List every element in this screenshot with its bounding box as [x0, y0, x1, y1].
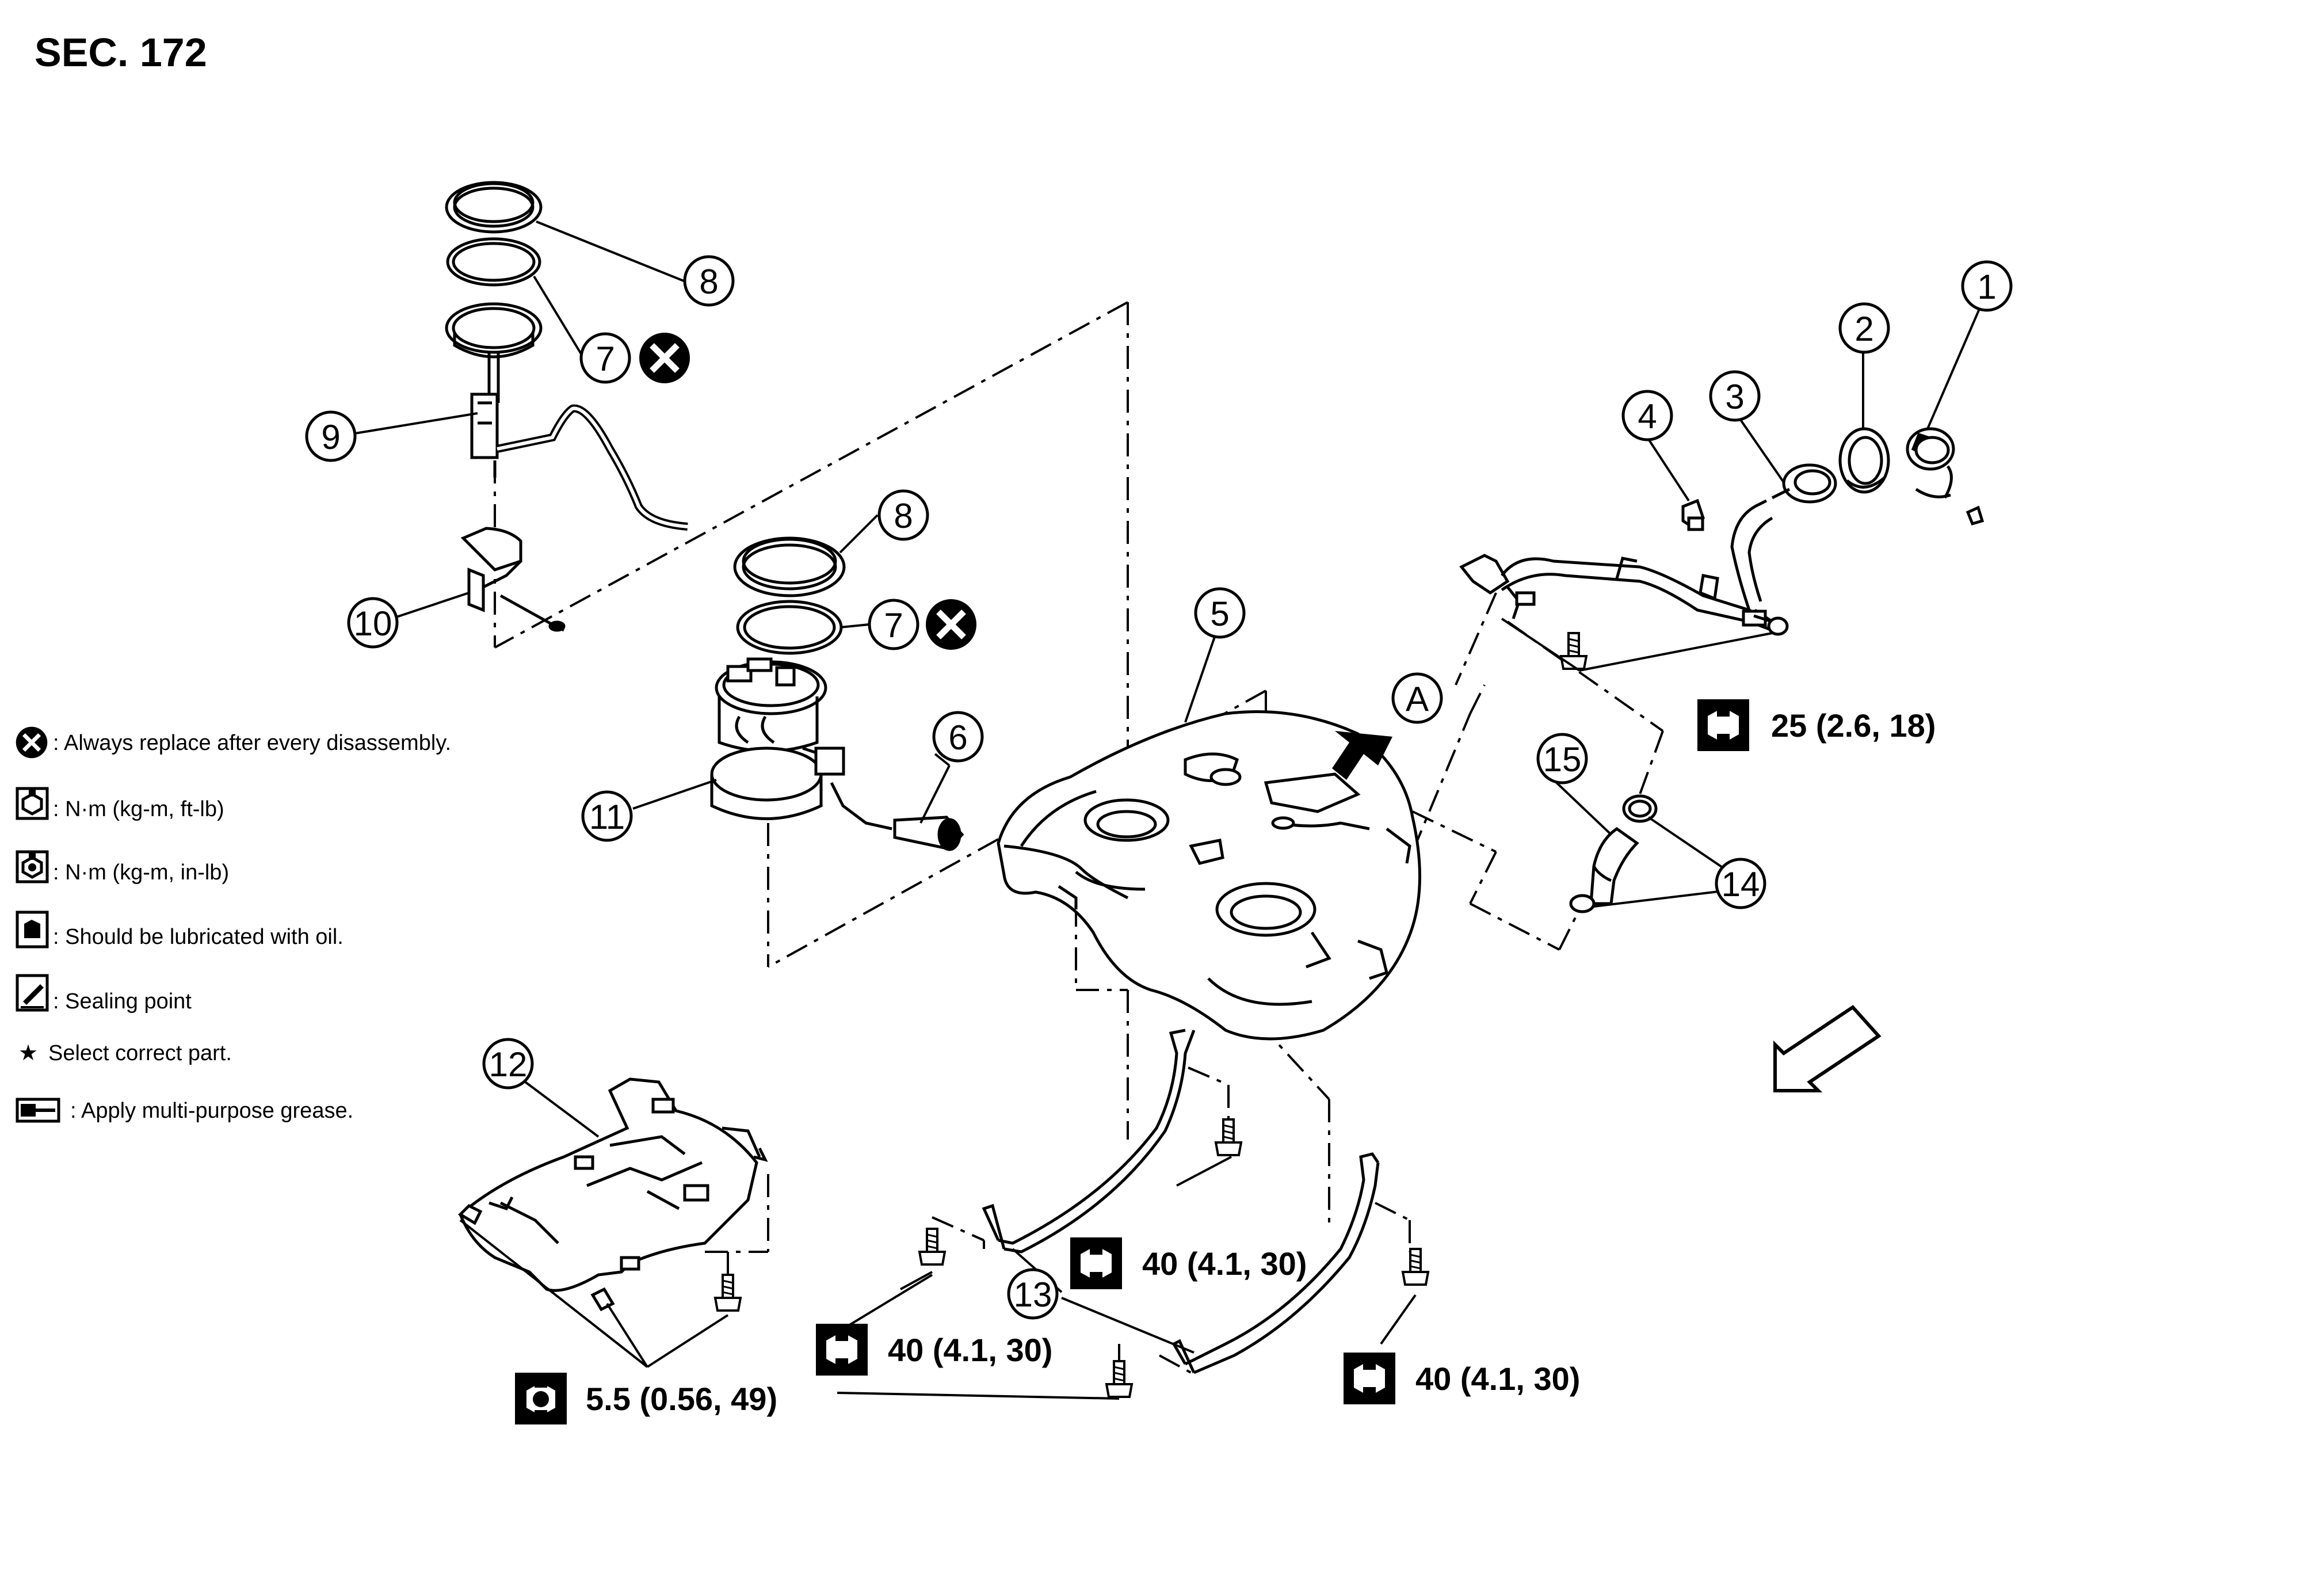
section-title: SEC. 172 [35, 30, 207, 75]
fuel-tank-strap-front [982, 1029, 1196, 1254]
fuel-level-sensor-unit [445, 302, 688, 531]
callout-10: 10 [347, 597, 399, 649]
grease-gun-icon [16, 1098, 60, 1123]
svg-text:11: 11 [589, 798, 625, 836]
wrench-inlb-icon [16, 850, 49, 883]
callout-15: 15 [1536, 733, 1588, 784]
x-circle-icon [16, 727, 48, 759]
torque-spec-filler: 25 (2.6, 18) [1697, 699, 1936, 751]
svg-text:5.5 (0.56, 49): 5.5 (0.56, 49) [586, 1381, 777, 1417]
callout-12: 12 [482, 1038, 534, 1090]
callout-6: 6 [932, 711, 984, 763]
front-direction-arrow-icon [1773, 1005, 1882, 1092]
svg-text:2: 2 [1854, 310, 1873, 348]
callout-4: 4 [1621, 390, 1673, 441]
filler-cap-gasket-2 [1838, 427, 1890, 494]
lock-ring-upper [445, 181, 543, 234]
svg-text:40 (4.1, 30): 40 (4.1, 30) [888, 1332, 1052, 1368]
callout-11: 11 [581, 790, 633, 842]
svg-text:9: 9 [321, 418, 340, 456]
hose-clamp-14 [1569, 794, 1658, 913]
fuel-level-sender-6 [830, 782, 964, 851]
svg-text:10: 10 [354, 604, 392, 643]
torque-spec-strap-front: 40 (4.1, 30) [1070, 1237, 1307, 1289]
callout-8-upper: 8 [683, 255, 735, 307]
svg-text:7: 7 [884, 606, 903, 645]
lock-ring-pump [733, 536, 846, 597]
legend-sealing: : Sealing point [53, 989, 192, 1014]
torque-spec-strap-lower: 40 (4.1, 30) [816, 1324, 1052, 1376]
legend: : Always replace after every disassembly… [16, 727, 451, 1123]
star-icon: ★ [18, 1041, 38, 1065]
legend-grease: : Apply multi-purpose grease. [70, 1099, 353, 1123]
svg-text:40 (4.1, 30): 40 (4.1, 30) [1142, 1245, 1307, 1282]
callout-7-upper: 7 [579, 332, 631, 384]
svg-text:A: A [1406, 680, 1429, 718]
oil-can-icon [16, 911, 49, 949]
filler-tube [1459, 463, 1837, 632]
bolt-insulator [714, 1274, 742, 1312]
legend-replace: : Always replace after every disassembly… [53, 731, 451, 755]
torque-spec-insulator: 5.5 (0.56, 49) [515, 1373, 777, 1424]
svg-text:15: 15 [1543, 740, 1582, 779]
gasket-upper [446, 237, 541, 287]
svg-text:25 (2.6, 18): 25 (2.6, 18) [1771, 707, 1936, 744]
legend-lubricate: : Should be lubricated with oil. [53, 925, 344, 949]
callout-a: A [1391, 672, 1443, 724]
svg-text:3: 3 [1725, 378, 1744, 416]
callout-2: 2 [1838, 302, 1890, 354]
callout-13: 13 [1007, 1268, 1059, 1320]
svg-text:6: 6 [948, 718, 967, 757]
svg-text:4: 4 [1638, 397, 1657, 436]
svg-text:12: 12 [489, 1045, 528, 1084]
fuel-pump-assembly [710, 657, 845, 820]
bolt-filler-a [1560, 632, 1588, 670]
bolt-strap-rear-upper [1402, 1248, 1429, 1286]
callout-7-pump: 7 [868, 599, 919, 650]
svg-text:1: 1 [1977, 268, 1996, 306]
x-circle-icon [926, 599, 976, 650]
svg-text:14: 14 [1722, 865, 1760, 904]
callout-9: 9 [305, 410, 357, 462]
clip-4 [1681, 498, 1705, 531]
bolt-strap-front-upper [1215, 1118, 1242, 1156]
x-circle-icon [639, 333, 690, 383]
heat-insulator-12 [459, 1077, 768, 1292]
callout-5: 5 [1194, 587, 1246, 639]
bolt-strap-rear-lower [1105, 1360, 1133, 1398]
callout-14: 14 [1715, 858, 1766, 909]
svg-text:8: 8 [894, 497, 913, 535]
legend-nm-ftlb: : N·m (kg-m, ft-lb) [53, 797, 224, 821]
svg-text:13: 13 [1014, 1275, 1052, 1314]
bolt-strap-front-lower [918, 1228, 946, 1266]
callout-8-pump: 8 [877, 489, 929, 541]
fuel-level-sensor-sub [460, 527, 566, 632]
view-a-arrow-icon [1332, 731, 1392, 780]
svg-text:40 (4.1, 30): 40 (4.1, 30) [1415, 1361, 1580, 1397]
svg-text:5: 5 [1210, 595, 1229, 633]
torque-spec-strap-rear: 40 (4.1, 30) [1344, 1353, 1580, 1404]
legend-nm-inlb: : N·m (kg-m, in-lb) [53, 860, 229, 885]
hose-15 [1589, 826, 1639, 905]
callout-3: 3 [1709, 370, 1761, 422]
leader-lines [348, 220, 1982, 1400]
gasket-pump [736, 600, 843, 655]
filler-tube-bracket-bolt [1742, 610, 1789, 636]
fuel-filler-cap-1 [1906, 427, 1985, 526]
callout-1: 1 [1961, 260, 2013, 312]
fuel-tank [997, 710, 1421, 1041]
legend-select: Select correct part. [48, 1041, 232, 1065]
sealant-icon [16, 974, 49, 1012]
fuel-tank-strap-rear [1171, 1152, 1380, 1374]
wrench-hex-icon [16, 787, 49, 820]
svg-text:8: 8 [699, 262, 718, 301]
svg-text:7: 7 [596, 340, 615, 378]
